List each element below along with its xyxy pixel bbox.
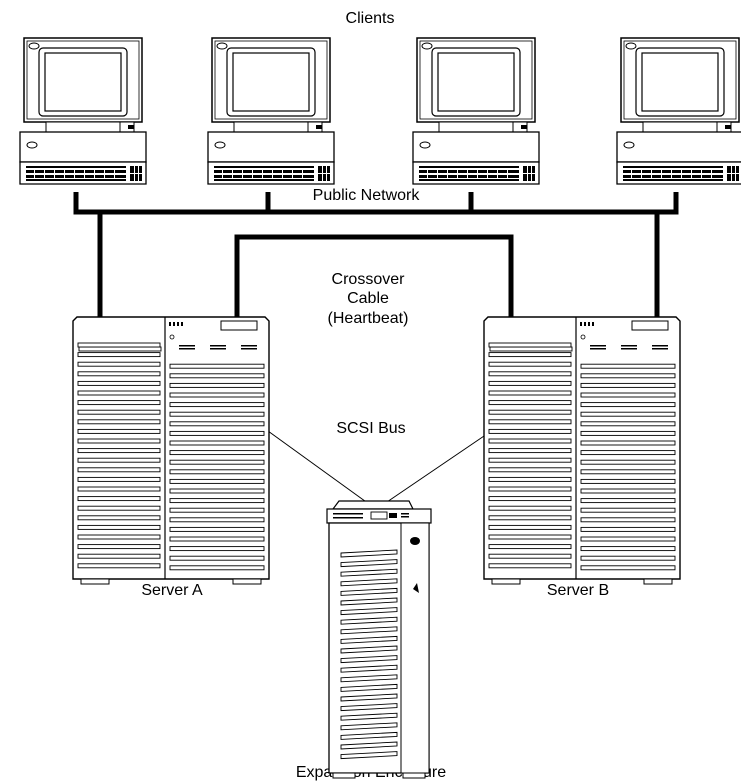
server-b-label: Server B (547, 582, 609, 599)
clients-label: Clients (346, 10, 395, 27)
crossover-label-line3: (Heartbeat) (328, 310, 409, 327)
client-computer-1 (19, 37, 147, 185)
server-a (72, 316, 270, 585)
crossover-label-line1: Crossover (332, 271, 406, 288)
public-network-lines (73, 192, 679, 317)
crossover-cable (234, 234, 514, 317)
server-a-vents (77, 342, 265, 571)
client-computer-2 (207, 37, 335, 185)
expansion-enclosure (326, 500, 432, 779)
client-computer-3 (412, 37, 540, 185)
server-b (483, 316, 681, 585)
server-a-label: Server A (141, 582, 203, 599)
enclosure-drive-bays (340, 549, 398, 760)
public-network-label: Public Network (313, 187, 421, 204)
client-computer-4 (616, 37, 741, 185)
crossover-label-line2: Cable (347, 290, 389, 307)
scsi-bus-lines (267, 430, 488, 505)
server-b-vents (488, 342, 676, 571)
scsi-bus-label: SCSI Bus (336, 420, 405, 437)
